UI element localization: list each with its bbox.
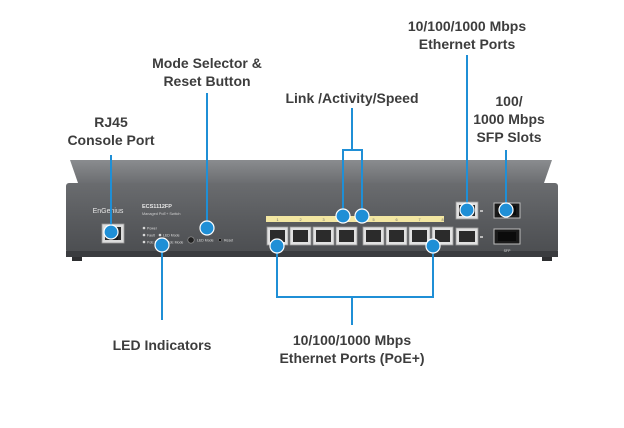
led-label-mode: LED Mode — [163, 234, 180, 238]
callout-sfp-line1: 100/ — [495, 93, 523, 109]
led-mode — [158, 233, 162, 237]
callout-dot-poe-1 — [269, 238, 285, 254]
callout-label-link: Link /Activity/Speed — [282, 89, 422, 107]
chassis-foot-left — [72, 257, 82, 261]
callout-label-mode: Mode Selector & Reset Button — [140, 54, 274, 90]
callout-mode-line1: Mode Selector & — [152, 55, 262, 71]
model-subtitle: Managed PoE+ Switch — [142, 212, 181, 216]
ethernet-port-7[interactable] — [408, 226, 431, 246]
ethernet-port-4[interactable] — [335, 226, 358, 246]
brand-logo: EnGenius — [93, 208, 124, 215]
callout-label-poe: 10/100/1000 Mbps Ethernet Ports (PoE+) — [270, 331, 434, 367]
callout-poe-line1: 10/100/1000 Mbps — [292, 332, 412, 348]
callout-sfp-line3: SFP Slots — [476, 129, 542, 145]
callout-console-line2: Console Port — [67, 132, 155, 148]
reset-button[interactable] — [218, 238, 222, 242]
callout-dot-sfp — [498, 202, 514, 218]
callout-dot-led — [154, 237, 170, 253]
ethernet-port-5[interactable] — [362, 226, 385, 246]
chassis-bottom-edge — [66, 251, 558, 257]
uplink-led-2 — [480, 236, 483, 238]
mode-button-label: LED Mode — [197, 239, 214, 243]
ethernet-port-3[interactable] — [312, 226, 335, 246]
port-number-2: 2 — [299, 218, 301, 222]
model-name: ECS1112FP — [142, 204, 172, 210]
ethernet-port-8-jack — [435, 230, 450, 242]
ethernet-port-7-jack — [412, 230, 427, 242]
ethernet-port-6[interactable] — [385, 226, 408, 246]
callout-link-line1: Link /Activity/Speed — [285, 90, 419, 106]
chassis-top — [70, 160, 552, 183]
callout-led-line1: LED Indicators — [112, 337, 212, 353]
led-power — [142, 226, 146, 230]
uplink-led-1 — [480, 210, 483, 212]
callout-eth-top-line1: 10/100/1000 Mbps — [407, 18, 527, 34]
led-label-fault: Fault — [147, 234, 155, 238]
ethernet-port-2-jack — [293, 230, 308, 242]
port-led-bar — [266, 216, 444, 222]
callout-label-console: RJ45 Console Port — [58, 113, 164, 149]
sfp-label: SFP — [504, 249, 511, 253]
led-label-poe-mode: PoE Mode — [167, 241, 183, 245]
callout-dot-link-2 — [354, 208, 370, 224]
ethernet-port-5-jack — [366, 230, 381, 242]
led-poe-budget — [142, 240, 146, 244]
port-number-7: 7 — [418, 218, 420, 222]
callout-label-led: LED Indicators — [100, 336, 224, 354]
poe-ethernet-ports — [266, 226, 454, 246]
switch-chassis — [66, 160, 558, 261]
port-number-5: 5 — [372, 218, 374, 222]
ethernet-port-1-jack — [270, 230, 285, 242]
callout-dot-console — [103, 224, 119, 240]
chassis-foot-right — [542, 257, 552, 261]
callout-poe-line2: Ethernet Ports (PoE+) — [279, 350, 425, 366]
callout-console-line1: RJ45 — [94, 114, 128, 130]
callout-eth-top-line2: Ethernet Ports — [418, 36, 516, 52]
reset-button-label: Reset — [224, 239, 233, 243]
ethernet-port-6-jack — [389, 230, 404, 242]
callout-label-sfp: 100/ 1000 Mbps SFP Slots — [466, 92, 552, 146]
callout-label-eth-top: 10/100/1000 Mbps Ethernet Ports — [394, 17, 540, 53]
callout-dots — [103, 202, 514, 254]
callout-dot-eth-top — [459, 202, 475, 218]
mode-button[interactable] — [187, 236, 195, 244]
callouts — [110, 55, 507, 325]
ethernet-port-2[interactable] — [289, 226, 312, 246]
port-number-3: 3 — [322, 218, 324, 222]
callout-dot-link-1 — [335, 208, 351, 224]
uplink-port-2-jack — [459, 231, 475, 242]
callout-sfp-line2: 1000 Mbps — [473, 111, 545, 127]
port-number-8: 8 — [441, 218, 443, 222]
port-number-6: 6 — [395, 218, 397, 222]
ethernet-port-3-jack — [316, 230, 331, 242]
callout-dot-mode — [199, 220, 215, 236]
callout-dot-poe-8 — [425, 238, 441, 254]
callout-mode-line2: Reset Button — [163, 73, 251, 89]
port-number-1: 1 — [276, 218, 278, 222]
led-label-power: Power — [147, 227, 158, 231]
led-fault — [142, 233, 146, 237]
ethernet-port-4-jack — [339, 230, 354, 242]
callout-line-poe-bracket — [276, 245, 434, 298]
callout-line-link-bracket — [342, 149, 363, 215]
sfp-slot-2-cage — [498, 232, 516, 241]
